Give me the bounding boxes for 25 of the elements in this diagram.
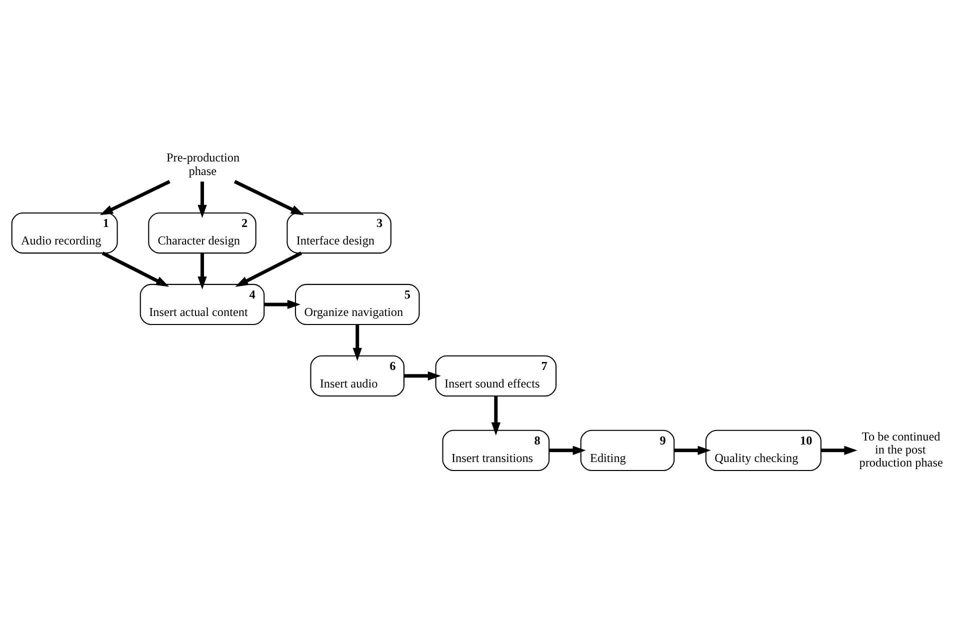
node-box: 6 Insert audio (310, 354, 404, 396)
node-box: 2 Character design (148, 212, 256, 254)
arrow (491, 396, 500, 436)
arrow (404, 370, 441, 380)
node-box: 3 Interface design (286, 212, 392, 254)
arrow (198, 181, 207, 218)
arrow (198, 252, 207, 290)
node-text: To be continued in the post production phase (859, 429, 943, 470)
node-box: 7 Insert sound effects (435, 354, 557, 396)
arrow (235, 251, 302, 286)
arrow (102, 251, 170, 286)
node-box: 4 Insert actual content (140, 283, 265, 325)
node-box: 1 Audio recording (11, 212, 118, 254)
node-text: Pre-production phase (166, 150, 240, 178)
node-box: 5 Organize navigation (294, 283, 420, 325)
arrow (674, 445, 711, 454)
arrow (549, 445, 586, 454)
arrow (352, 324, 362, 360)
node-box: 10 Quality checking (705, 429, 822, 470)
node-box: 9 Editing (580, 429, 675, 470)
arrow (264, 299, 300, 309)
arrow (100, 180, 170, 215)
arrow (234, 180, 304, 215)
node-box: 8 Insert transitions (442, 429, 550, 470)
arrow (821, 445, 858, 454)
